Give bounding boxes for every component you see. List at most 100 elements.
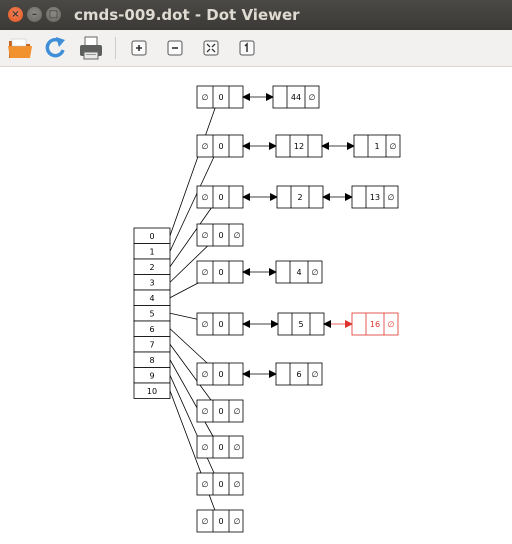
array-cell[interactable]: 3 xyxy=(133,274,171,291)
array-cell-label: 1 xyxy=(149,247,154,256)
node-prev-null: ∅ xyxy=(202,93,209,102)
array-cell[interactable]: 4 xyxy=(133,289,171,306)
node-next-null: ∅ xyxy=(234,407,241,416)
array-cell[interactable]: 7 xyxy=(133,336,171,353)
list-node[interactable]: 1∅ xyxy=(353,134,401,158)
node-prev-null: ∅ xyxy=(202,268,209,277)
zoom-in-icon xyxy=(131,40,147,56)
node-value: 0 xyxy=(218,193,223,202)
node-next-null: ∅ xyxy=(312,370,319,379)
list-head-node[interactable]: ∅0 xyxy=(196,260,244,284)
minimize-window-button[interactable]: – xyxy=(27,7,42,22)
array-to-list-edge xyxy=(169,145,220,252)
open-button[interactable] xyxy=(6,34,34,62)
list-head-node[interactable]: ∅0 xyxy=(196,312,244,336)
list-head-node[interactable]: ∅0 xyxy=(196,134,244,158)
list-node[interactable]: 44∅ xyxy=(272,85,320,109)
list-node[interactable]: 6∅ xyxy=(275,362,323,386)
node-box xyxy=(351,185,399,209)
list-head-node[interactable]: ∅0∅ xyxy=(196,509,244,533)
zoom-fit-icon xyxy=(203,40,219,56)
list-head-node[interactable]: ∅0∅ xyxy=(196,435,244,459)
array-to-list-edge xyxy=(169,196,220,267)
highlighted-list-node[interactable]: 16 ∅ xyxy=(351,312,399,336)
zoom-100-icon xyxy=(239,40,255,56)
toolbar-separator xyxy=(115,37,116,59)
zoom-in-button[interactable] xyxy=(125,34,153,62)
node-next-null: ∅ xyxy=(234,517,241,526)
node-next-null: ∅ xyxy=(390,142,397,151)
minimize-icon: – xyxy=(32,9,37,20)
node-prev-null: ∅ xyxy=(202,480,209,489)
list-head-node[interactable]: ∅0 xyxy=(196,185,244,209)
node-value: 0 xyxy=(218,231,223,240)
array-cell-label: 8 xyxy=(149,356,154,365)
node-box xyxy=(353,134,401,158)
list-node[interactable]: 2 xyxy=(276,185,324,209)
node-value: 4 xyxy=(296,268,301,277)
node-box xyxy=(275,362,323,386)
node-next-null: ∅ xyxy=(234,480,241,489)
list-head-node[interactable]: ∅0∅ xyxy=(196,399,244,423)
list-node[interactable]: 5 xyxy=(277,312,325,336)
zoom-fit-button[interactable] xyxy=(197,34,225,62)
list-node[interactable]: 13∅ xyxy=(351,185,399,209)
node-value: 0 xyxy=(218,407,223,416)
node-value: 1 xyxy=(374,142,379,151)
node-prev-null: ∅ xyxy=(202,443,209,452)
array-cell-label: 9 xyxy=(149,371,154,380)
array-cell-label: 10 xyxy=(147,387,157,396)
array-cell-label: 0 xyxy=(149,232,154,241)
list-head-node[interactable]: ∅0 xyxy=(196,362,244,386)
array-cell[interactable]: 9 xyxy=(133,367,171,384)
node-box xyxy=(196,399,244,423)
node-box xyxy=(272,85,320,109)
list-node[interactable]: 4∅ xyxy=(275,260,323,284)
node-box xyxy=(275,260,323,284)
node-value: 0 xyxy=(218,443,223,452)
title-bar: × – □ cmds-009.dot - Dot Viewer xyxy=(0,0,512,30)
node-next-null: ∅ xyxy=(388,320,395,329)
node-next-null: ∅ xyxy=(312,268,319,277)
node-value: 0 xyxy=(218,370,223,379)
array-cell[interactable]: 2 xyxy=(133,258,171,275)
array-cell[interactable]: 6 xyxy=(133,320,171,337)
list-head-node[interactable]: ∅0 xyxy=(196,85,244,109)
node-value: 16 xyxy=(370,320,380,329)
node-value: 5 xyxy=(298,320,303,329)
node-value: 2 xyxy=(297,193,302,202)
node-value: 0 xyxy=(218,517,223,526)
array-cell[interactable]: 1 xyxy=(133,243,171,260)
zoom-out-icon xyxy=(167,40,183,56)
array-to-list-edge xyxy=(169,96,221,236)
array-cell-box xyxy=(133,382,171,399)
reload-icon xyxy=(45,37,65,58)
array-cell-label: 2 xyxy=(149,263,154,272)
array-to-list-edge xyxy=(169,375,220,485)
node-next-null: ∅ xyxy=(234,231,241,240)
array-to-list-edge xyxy=(169,359,220,448)
array-cell-label: 4 xyxy=(149,294,154,303)
node-prev-null: ∅ xyxy=(202,320,209,329)
node-box xyxy=(351,312,399,336)
maximize-window-button[interactable]: □ xyxy=(46,7,61,22)
array-cell[interactable]: 10 xyxy=(133,382,171,399)
node-box xyxy=(196,472,244,496)
node-prev-null: ∅ xyxy=(202,193,209,202)
list-head-node[interactable]: ∅0∅ xyxy=(196,223,244,247)
array-cell[interactable]: 8 xyxy=(133,351,171,368)
array-cell[interactable]: 0 xyxy=(133,227,171,244)
node-box xyxy=(196,435,244,459)
reload-button[interactable] xyxy=(41,34,69,62)
array-cell-label: 6 xyxy=(149,325,154,334)
print-button[interactable] xyxy=(77,34,105,62)
zoom-100-button[interactable] xyxy=(233,34,261,62)
array-cell[interactable]: 5 xyxy=(133,305,171,322)
list-node[interactable]: 12 xyxy=(275,134,323,158)
print-icon xyxy=(80,36,102,60)
zoom-out-button[interactable] xyxy=(161,34,189,62)
list-head-node[interactable]: ∅0∅ xyxy=(196,472,244,496)
close-window-button[interactable]: × xyxy=(8,7,23,22)
